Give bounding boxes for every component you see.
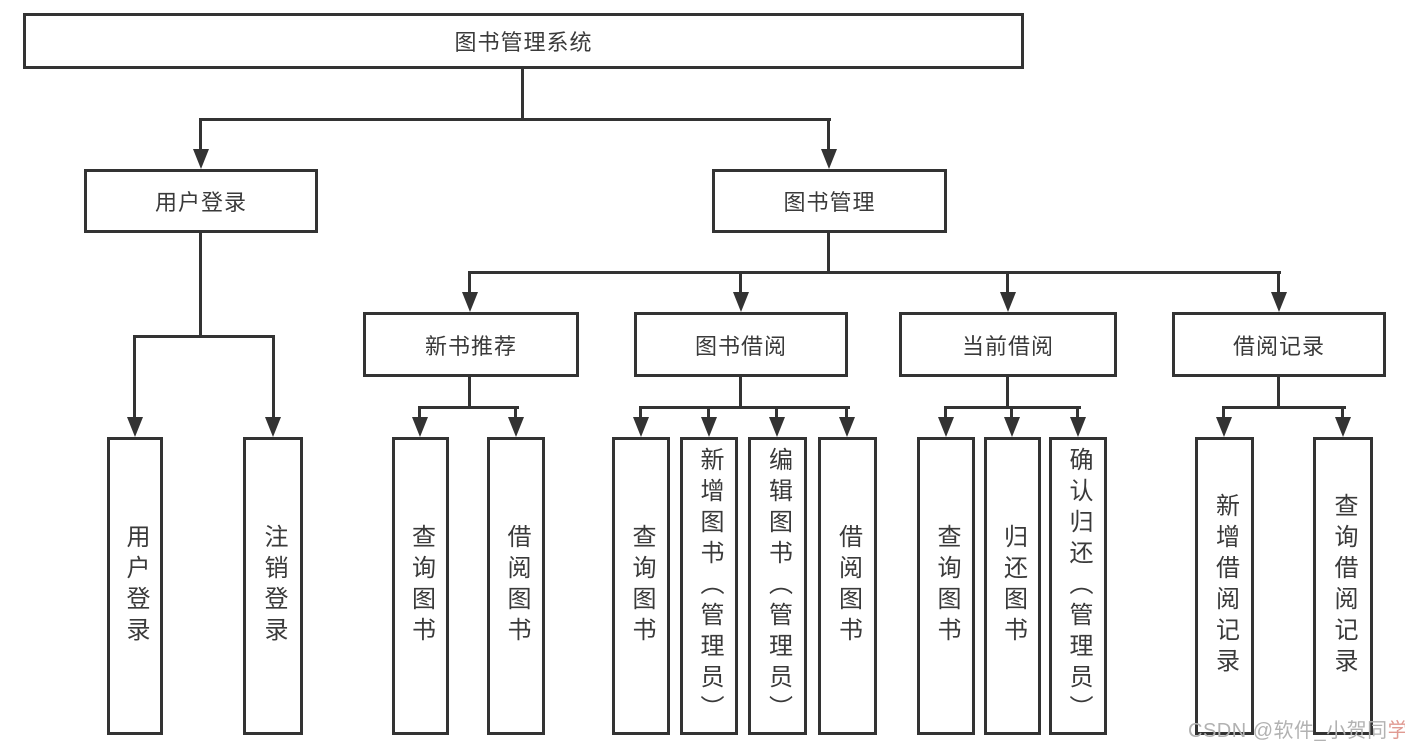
node-borrow-records-label: 借阅记录 xyxy=(1232,333,1325,359)
arrowhead-icon xyxy=(412,417,428,437)
connector-line xyxy=(418,406,519,409)
csdn-watermark-text: CSDN @软件_小贺同 xyxy=(1188,720,1388,742)
connector-line xyxy=(1277,271,1280,294)
leaf-confirm-return-admin: 确认归还（管理员） xyxy=(1049,437,1107,735)
node-root: 图书管理系统 xyxy=(23,13,1024,69)
leaf-add-book-admin: 新增图书（管理员） xyxy=(680,437,738,735)
arrowhead-icon xyxy=(733,292,749,312)
connector-line xyxy=(739,271,742,294)
connector-line xyxy=(827,118,830,151)
arrowhead-icon xyxy=(1216,417,1232,437)
node-root-label: 图书管理系统 xyxy=(454,30,593,55)
connector-line xyxy=(199,118,202,151)
connector-line xyxy=(1277,377,1280,409)
connector-line xyxy=(468,271,471,294)
arrowhead-icon xyxy=(938,417,954,437)
connector-line xyxy=(468,271,1281,274)
leaf-borrow-book-recommend: 借阅图书 xyxy=(487,437,545,735)
connector-line xyxy=(199,233,202,337)
leaf-logout: 注销登录 xyxy=(243,437,303,735)
connector-line xyxy=(199,118,831,121)
connector-line xyxy=(521,69,524,118)
node-book-management: 图书管理 xyxy=(712,169,947,233)
leaf-query-book-recommend: 查询图书 xyxy=(392,437,449,735)
leaf-query-book-current: 查询图书 xyxy=(917,437,975,735)
leaf-edit-book-admin: 编辑图书（管理员） xyxy=(748,437,807,735)
arrowhead-icon xyxy=(1070,417,1086,437)
leaf-return-book-label: 归还图书 xyxy=(999,524,1027,648)
leaf-add-book-admin-label: 新增图书（管理员） xyxy=(696,446,723,726)
node-new-book-recommend-label: 新书推荐 xyxy=(424,333,517,359)
connector-line xyxy=(1222,406,1225,419)
arrowhead-icon xyxy=(1004,417,1020,437)
arrowhead-icon xyxy=(193,149,209,169)
csdn-watermark: CSDN @软件_小贺同学 xyxy=(1188,714,1405,743)
leaf-logout-label: 注销登录 xyxy=(260,524,287,648)
connector-line xyxy=(707,406,710,419)
csdn-watermark-suffix: 学 xyxy=(1387,720,1405,742)
leaf-query-borrow-record: 查询借阅记录 xyxy=(1313,437,1373,735)
leaf-query-book-borrow: 查询图书 xyxy=(612,437,670,735)
connector-line xyxy=(1341,406,1344,419)
arrowhead-icon xyxy=(1335,417,1351,437)
connector-line xyxy=(944,406,947,419)
leaf-return-book: 归还图书 xyxy=(984,437,1041,735)
arrowhead-icon xyxy=(1271,292,1287,312)
connector-line xyxy=(272,335,275,419)
connector-line xyxy=(739,377,742,409)
leaf-query-book-current-label: 查询图书 xyxy=(933,524,960,648)
leaf-user-login: 用户登录 xyxy=(107,437,163,735)
connector-line xyxy=(1006,271,1009,294)
leaf-query-book-borrow-label: 查询图书 xyxy=(628,524,655,648)
connector-line xyxy=(1010,406,1013,419)
arrowhead-icon xyxy=(821,149,837,169)
node-book-management-label: 图书管理 xyxy=(783,190,876,215)
leaf-edit-book-admin-label: 编辑图书（管理员） xyxy=(764,446,792,726)
node-user-login: 用户登录 xyxy=(84,169,318,233)
node-new-book-recommend: 新书推荐 xyxy=(363,312,579,377)
arrowhead-icon xyxy=(127,417,143,437)
leaf-user-login-label: 用户登录 xyxy=(122,524,149,648)
connector-line xyxy=(133,335,275,338)
arrowhead-icon xyxy=(769,417,785,437)
leaf-confirm-return-admin-label: 确认归还（管理员） xyxy=(1065,446,1092,726)
node-current-borrow: 当前借阅 xyxy=(899,312,1117,377)
leaf-borrow-book-label: 借阅图书 xyxy=(834,524,862,648)
arrowhead-icon xyxy=(1000,292,1016,312)
connector-line xyxy=(514,406,517,419)
connector-line xyxy=(1006,377,1009,409)
leaf-query-borrow-record-label: 查询借阅记录 xyxy=(1330,493,1357,679)
connector-line xyxy=(468,377,471,409)
connector-line xyxy=(639,406,642,419)
connector-line xyxy=(418,406,421,419)
node-user-login-label: 用户登录 xyxy=(154,190,247,215)
node-borrow-records: 借阅记录 xyxy=(1172,312,1386,377)
node-book-borrow: 图书借阅 xyxy=(634,312,848,377)
connector-line xyxy=(1222,406,1346,409)
node-current-borrow-label: 当前借阅 xyxy=(961,333,1054,359)
arrowhead-icon xyxy=(462,292,478,312)
connector-line xyxy=(1076,406,1079,419)
connector-line xyxy=(827,233,830,274)
connector-line xyxy=(845,406,848,419)
leaf-add-borrow-record-label: 新增借阅记录 xyxy=(1211,493,1239,679)
arrowhead-icon xyxy=(633,417,649,437)
arrowhead-icon xyxy=(508,417,524,437)
arrowhead-icon xyxy=(265,417,281,437)
leaf-borrow-book-recommend-label: 借阅图书 xyxy=(503,524,530,648)
connector-line xyxy=(133,335,136,419)
connector-line xyxy=(775,406,778,419)
arrowhead-icon xyxy=(839,417,855,437)
node-book-borrow-label: 图书借阅 xyxy=(694,333,787,359)
leaf-query-book-recommend-label: 查询图书 xyxy=(407,524,435,648)
leaf-borrow-book: 借阅图书 xyxy=(818,437,877,735)
leaf-add-borrow-record: 新增借阅记录 xyxy=(1195,437,1254,735)
connector-line xyxy=(639,406,850,409)
arrowhead-icon xyxy=(701,417,717,437)
